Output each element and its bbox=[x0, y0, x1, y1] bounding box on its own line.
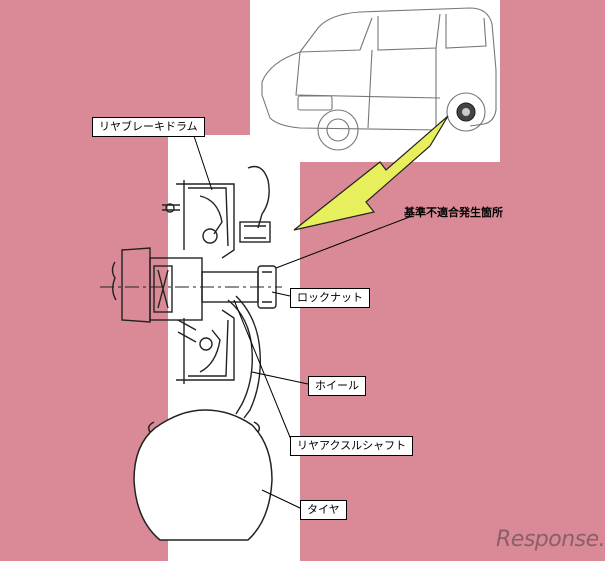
tire-label: タイヤ bbox=[300, 500, 347, 520]
rear-brake-drum-label: リヤブレーキドラム bbox=[92, 117, 205, 137]
pointer-arrow bbox=[293, 115, 449, 231]
lock-nut-label: ロックナット bbox=[290, 288, 370, 308]
hub-assembly bbox=[100, 165, 282, 419]
car-illustration bbox=[261, 7, 497, 151]
defect-location-label: 基準不適合発生箇所 bbox=[404, 206, 503, 219]
wheel-label: ホイール bbox=[308, 376, 366, 396]
rear-axle-shaft-label: リヤアクスルシャフト bbox=[290, 436, 414, 456]
leader-lines bbox=[193, 135, 413, 509]
response-watermark: Response. bbox=[496, 527, 605, 552]
tire-outline bbox=[133, 409, 273, 541]
